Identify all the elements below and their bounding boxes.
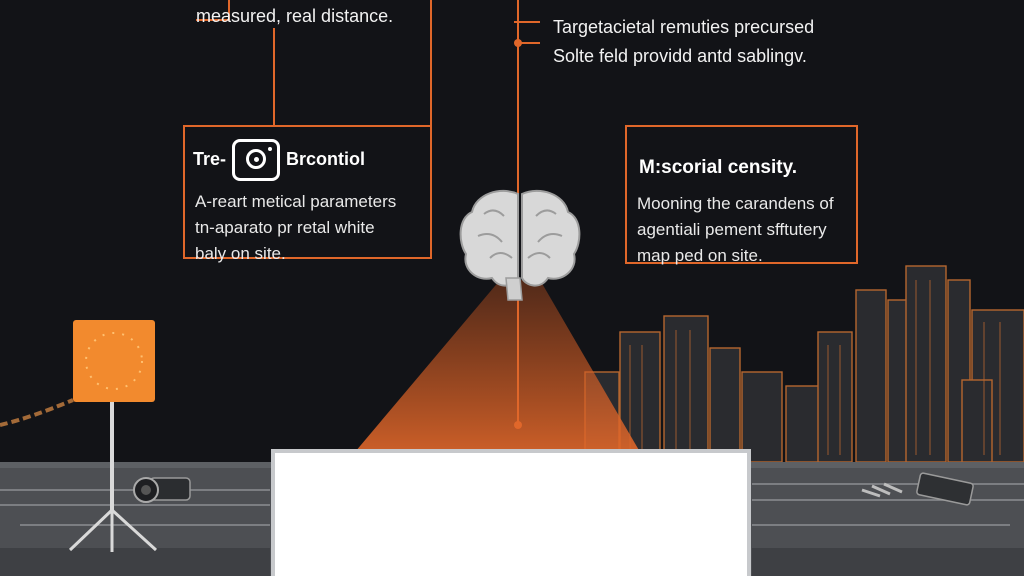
blank-screen [271,449,751,576]
info-box-right: M:scorial censity. Mooning the carandens… [625,125,858,265]
left-box-line1: A-reart metical parameters [195,192,397,211]
right-box-line1: Mooning the carandens of [637,194,834,213]
info-box-right-body: Mooning the carandens of agentiali pemen… [637,191,834,269]
right-box-line3: map ped on site. [637,246,763,265]
warning-sign-icon [68,320,158,552]
caption-top-right-line1: Targetacietal remuties precursed [553,17,815,37]
info-box-left-title: Tre- [193,149,226,170]
title-suffix: Brcontiol [286,149,365,169]
brain-icon [459,189,581,301]
right-box-line2: agentiali pement sfftutery [637,220,827,239]
caption-top-right: Targetacietal remuties precursed Solte f… [553,13,814,71]
skyline-windows [629,280,1001,455]
tools [861,472,974,506]
camera-icon [232,139,280,181]
left-box-line3: baly on site. [195,244,286,263]
info-box-right-title: M:scorial censity. [639,157,798,178]
camera-device [133,477,191,503]
caption-top-right-line2: Solte feld providd antd sablingv. [553,46,807,66]
chain [0,398,74,427]
city-skyline [584,265,1024,463]
ground-rails [0,483,1024,526]
info-box-left: Tre- Brcontiol A-reart metical parameter… [183,125,432,263]
caption-top-left: measured, real distance. [196,6,394,26]
left-box-line2: tn-aparato pr retal white [195,218,375,237]
title-prefix: Tre- [193,149,227,169]
info-box-left-body: A-reart metical parameters tn-aparato pr… [195,189,396,267]
projection-beam [355,280,640,452]
